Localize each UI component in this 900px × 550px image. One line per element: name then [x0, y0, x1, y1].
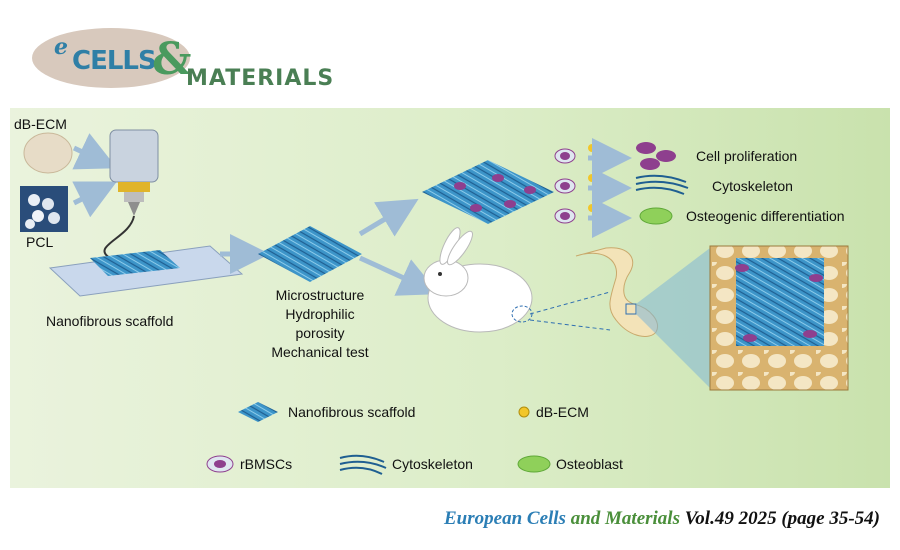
scaffold-with-cells-icon: [422, 160, 554, 224]
logo-ampersand: &: [152, 34, 192, 85]
characterization-list: Microstructure Hydrophilic porosity Mech…: [252, 286, 388, 362]
logo-e-text: e: [54, 34, 68, 60]
legend-osteoblast-icon: [517, 455, 551, 473]
arrow-icon: [72, 181, 117, 218]
characterization-item: Microstructure: [275, 287, 365, 303]
graphical-abstract-panel: dB-ECM PCL Nanofibrous scaffold Microstr…: [10, 108, 890, 488]
scaffold-label: Nanofibrous scaffold: [46, 313, 174, 329]
legend-cytoskeleton-label: Cytoskeleton: [392, 456, 473, 472]
dbecm-powder-icon: [23, 132, 73, 174]
arrow-icon: [358, 255, 440, 296]
citation-footer: European Cells and Materials Vol.49 2025…: [444, 508, 880, 530]
input-dbecm-label: dB-ECM: [14, 116, 67, 132]
characterization-item: porosity: [295, 325, 345, 341]
diagram-graphics: [20, 129, 849, 475]
legend-dbecm-icon: [518, 406, 530, 418]
footer-volume: Vol.49 2025 (page 35-54): [684, 508, 880, 529]
footer-cells: Cells: [526, 508, 566, 529]
logo-cells-text: CELLS: [72, 46, 157, 76]
outcome-label: Cell proliferation: [696, 148, 798, 164]
legend-scaffold-icon: [238, 402, 278, 422]
footer-european: European: [444, 508, 523, 529]
rabbit-illustration: [423, 227, 533, 333]
scaffold-middle-icon: [258, 226, 362, 282]
legend-dbecm-label: dB-ECM: [536, 404, 589, 420]
osteoblast-icon: [639, 207, 673, 225]
characterization-item: Mechanical test: [271, 344, 369, 360]
logo-oval: [32, 28, 190, 88]
outcome-label: Cytoskeleton: [712, 178, 793, 194]
arrow-icon: [72, 133, 118, 170]
outcome-label: Osteogenic differentiation: [686, 208, 845, 224]
footer-and: and: [570, 508, 601, 529]
legend-cytoskeleton-icon: [339, 454, 387, 475]
footer-materials: Materials: [605, 508, 680, 529]
journal-logo: e CELLS & MATERIALS: [20, 22, 360, 98]
characterization-item: Hydrophilic: [285, 306, 355, 322]
arrow-icon: [358, 198, 419, 237]
legend-scaffold-label: Nanofibrous scaffold: [288, 404, 416, 420]
legend-rbmscs-label: rBMSCs: [240, 456, 293, 472]
printer-head-icon: [109, 129, 159, 183]
input-pcl-label: PCL: [26, 234, 54, 250]
zoom-beam: [636, 248, 710, 388]
logo-materials-text: MATERIALS: [186, 66, 335, 91]
legend-osteoblast-label: Osteoblast: [556, 456, 623, 472]
